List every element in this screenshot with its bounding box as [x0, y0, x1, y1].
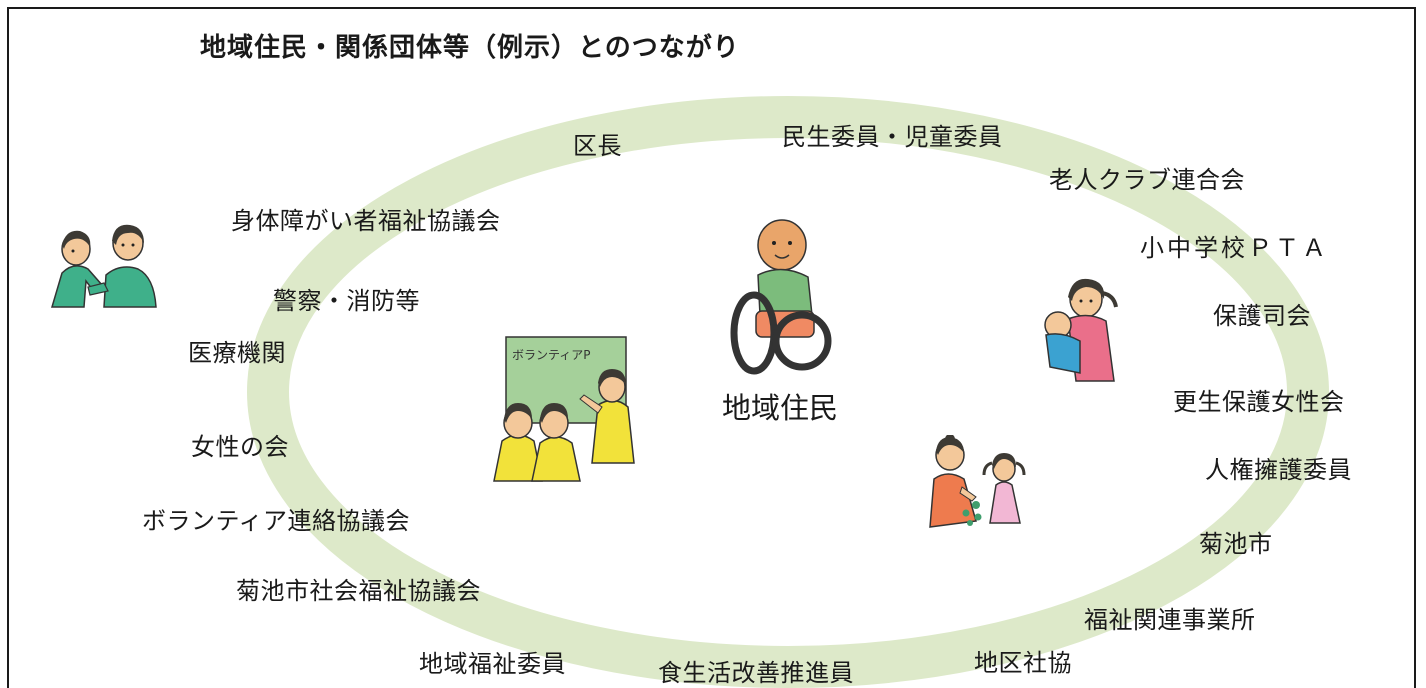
wheelchair-user-illustration [730, 219, 832, 375]
org-label-fukushi-jigyosho: 福祉関連事業所 [1084, 606, 1256, 634]
mother-with-baby-illustration [1044, 278, 1118, 382]
diagram-title: 地域住民・関係団体等（例示）とのつながり [200, 33, 740, 63]
org-label-keisatsu: 警察・消防等 [273, 287, 420, 315]
org-label-kikuchi-city: 菊池市 [1199, 530, 1273, 558]
org-label-chiku-shakyo: 地区社協 [974, 649, 1072, 677]
org-label-minsei-iin: 民生委員・児童委員 [782, 123, 1003, 151]
ring-ellipse [247, 96, 1329, 688]
woman-with-child-illustration [929, 435, 1026, 528]
diagram-frame [7, 7, 1416, 688]
org-label-iryo-kikan: 医療機関 [188, 339, 286, 367]
board-caption: ボランティアP [512, 348, 591, 362]
org-label-shintai-shogai: 身体障がい者福祉協議会 [231, 207, 501, 235]
center-label: 地域住民 [722, 391, 839, 425]
org-label-kosei-hogo: 更生保護女性会 [1173, 388, 1345, 416]
volunteer-board-illustration: ボランティアP [493, 336, 635, 482]
org-label-josei-no-kai: 女性の会 [191, 433, 289, 461]
org-label-volunteer-kyogikai: ボランティア連絡協議会 [142, 507, 411, 535]
org-label-pta: 小中学校ＰＴＡ [1140, 234, 1329, 262]
org-label-kucho: 区長 [573, 132, 622, 160]
two-people-talking-illustration [50, 224, 157, 308]
org-label-shakyo: 菊池市社会福祉協議会 [236, 577, 481, 605]
org-label-shokuseikatsu: 食生活改善推進員 [658, 659, 854, 687]
org-label-jinken-yogo: 人権擁護委員 [1205, 456, 1352, 484]
org-label-hogoshikai: 保護司会 [1213, 302, 1311, 330]
org-label-chiiki-fukushi-iin: 地域福祉委員 [419, 650, 566, 678]
org-label-rojin-club: 老人クラブ連合会 [1049, 166, 1245, 194]
